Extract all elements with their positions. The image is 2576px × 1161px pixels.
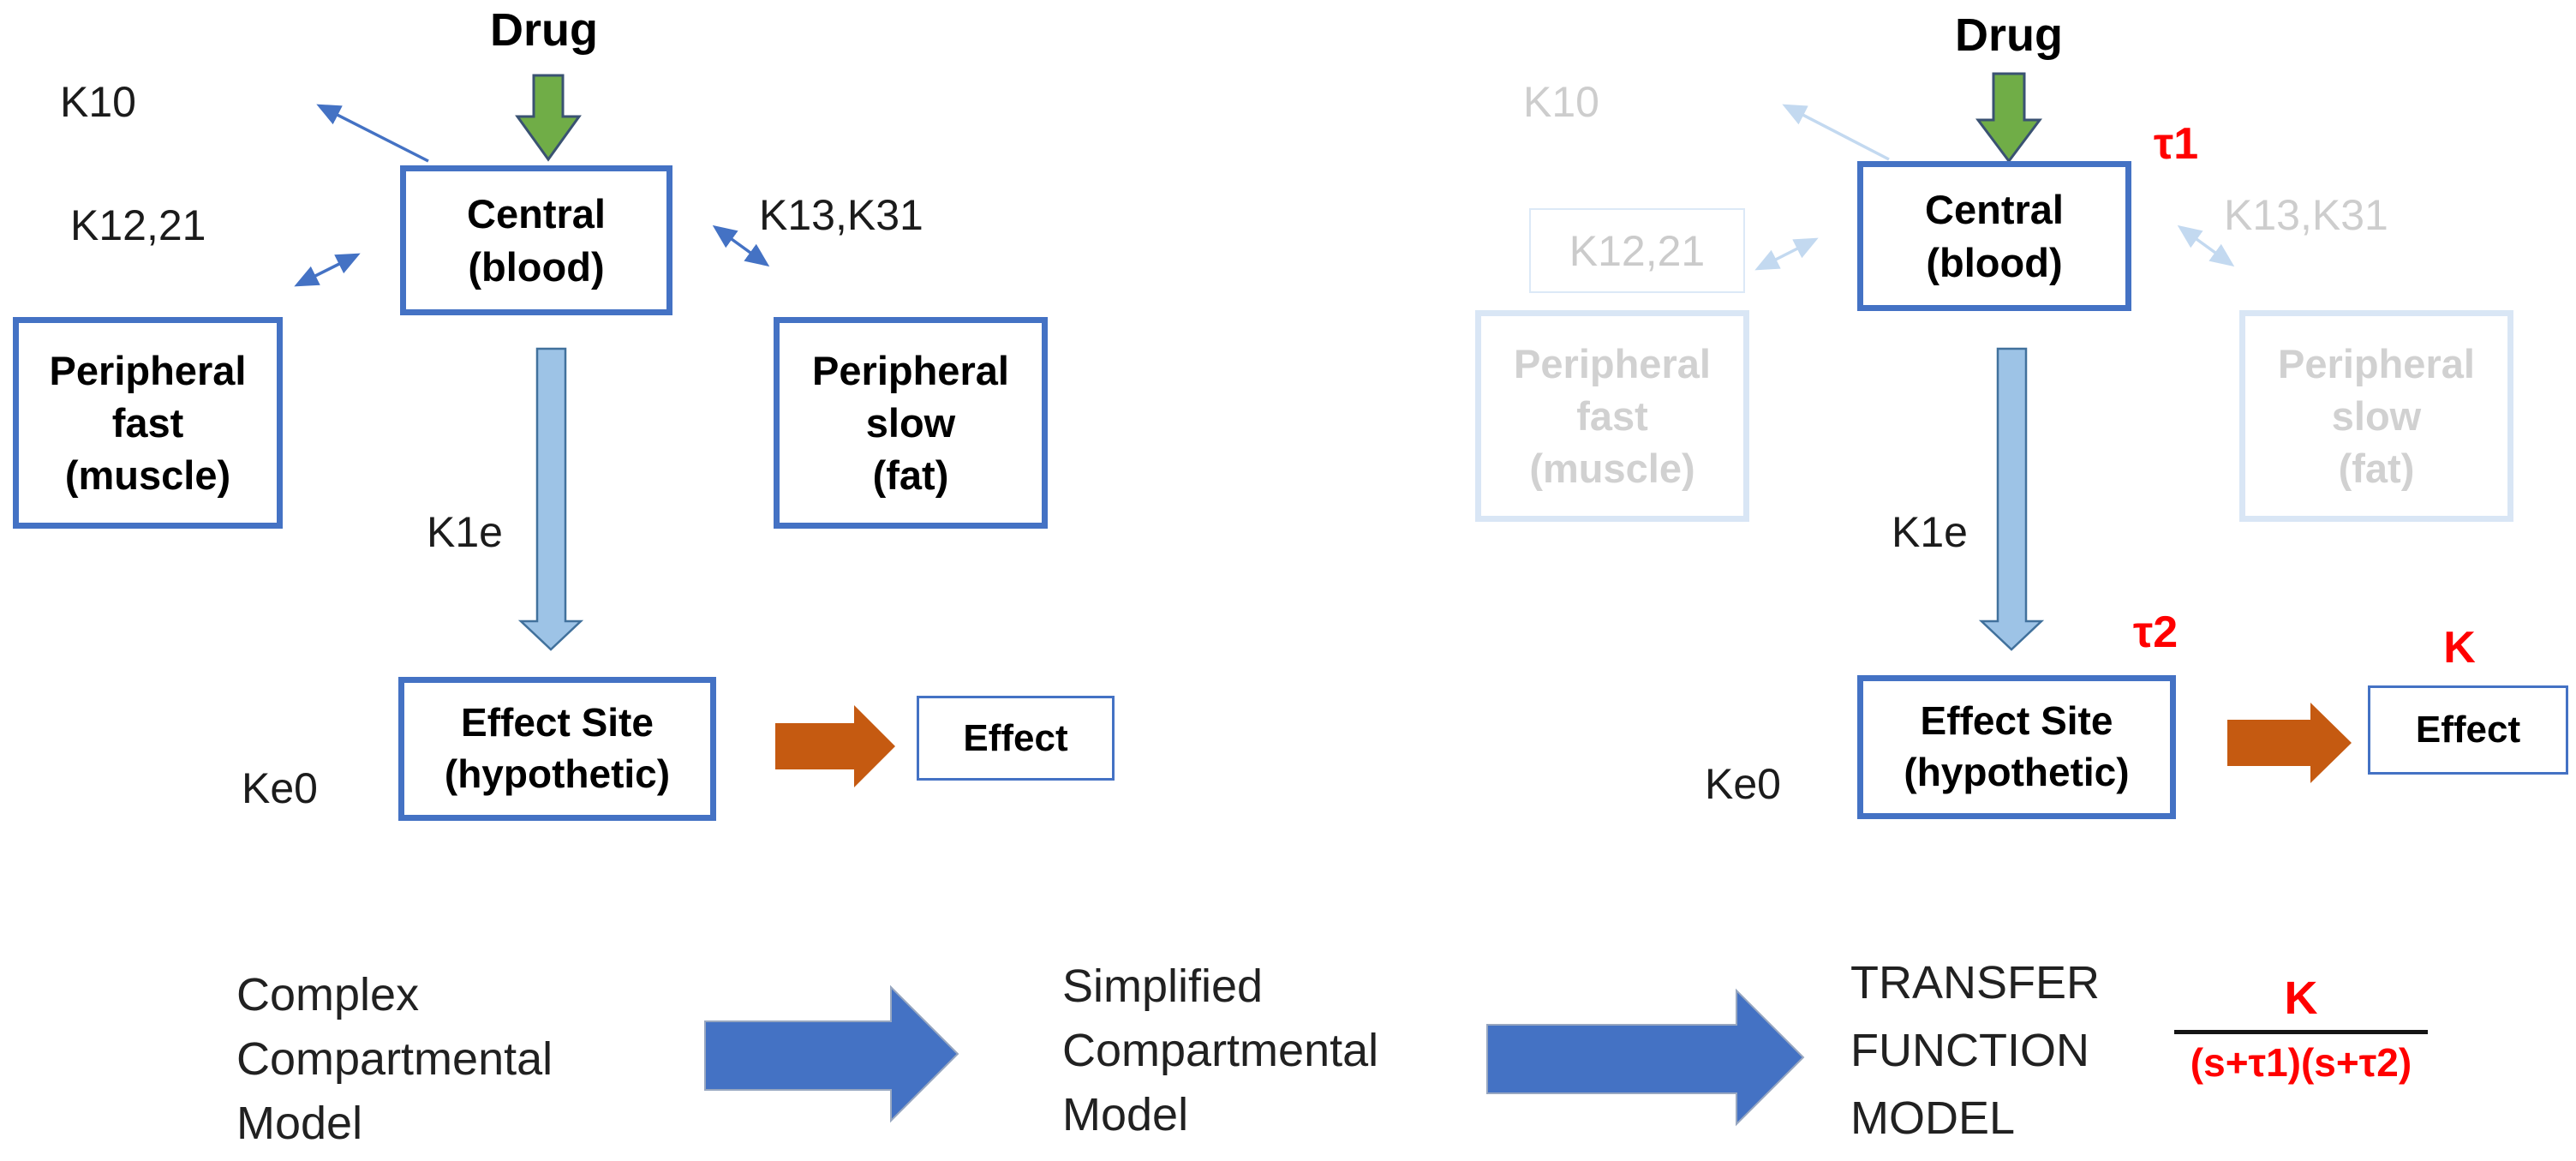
process-step-simplified-model: Simplified Compartmental Model xyxy=(1062,961,1379,1140)
transfer-function-fraction-bar xyxy=(2174,1030,2428,1034)
k13-k31-exchange-arrow-left xyxy=(712,224,770,267)
k10-label-left: K10 xyxy=(60,78,136,126)
k13-k31-label-right-faded: K13,K31 xyxy=(2224,191,2388,239)
effect-box-right: Effect xyxy=(2368,685,2568,775)
ke0-label-right: Ke0 xyxy=(1705,760,1781,808)
process-arrow-1 xyxy=(704,984,959,1123)
k12-21-exchange-arrow-left xyxy=(294,253,361,287)
k1e-transfer-arrow-left xyxy=(517,347,584,651)
k12-21-label-left: K12,21 xyxy=(70,201,206,249)
effect-site-box-right: Effect Site (hypothetic) xyxy=(1857,675,2176,819)
peripheral-slow-box-right-faded: Peripheral slow (fat) xyxy=(2239,310,2513,522)
tau1-label: τ1 xyxy=(2154,119,2199,169)
ke0-label-left: Ke0 xyxy=(242,764,318,812)
k13-k31-exchange-arrow-right-faded xyxy=(2177,224,2235,267)
effect-site-box-left: Effect Site (hypothetic) xyxy=(398,677,716,821)
drug-label-right: Drug xyxy=(1955,9,2063,61)
drug-label-left: Drug xyxy=(490,4,598,56)
k1e-label-left: K1e xyxy=(427,508,503,556)
effect-output-arrow-right xyxy=(2227,703,2352,783)
transfer-function-denominator: (s+τ1)(s+τ2) xyxy=(2190,1040,2412,1085)
k-gain-label: K xyxy=(2443,623,2476,673)
process-step-transfer-function-model: TRANSFER FUNCTION MODEL xyxy=(1850,957,2101,1144)
k10-elimination-arrow-right-faded xyxy=(1782,104,1890,161)
peripheral-fast-box-left: Peripheral fast (muscle) xyxy=(13,317,283,529)
tau2-label: τ2 xyxy=(2133,607,2179,657)
process-arrow-2 xyxy=(1486,988,1805,1127)
effect-output-arrow-left xyxy=(775,705,895,787)
peripheral-fast-box-right-faded: Peripheral fast (muscle) xyxy=(1475,310,1749,522)
effect-box-left: Effect xyxy=(917,696,1115,781)
central-compartment-box-right: Central (blood) xyxy=(1857,161,2131,311)
central-compartment-box-left: Central (blood) xyxy=(400,165,672,315)
k10-label-right-faded: K10 xyxy=(1523,78,1599,126)
k1e-label-right: K1e xyxy=(1892,508,1968,556)
k1e-transfer-arrow-right xyxy=(1978,347,2045,651)
drug-input-arrow-right xyxy=(1975,72,2042,164)
k12-21-exchange-arrow-right-faded xyxy=(1754,237,1819,271)
k13-k31-label-left: K13,K31 xyxy=(759,191,923,239)
process-step-complex-model: Complex Compartmental Model xyxy=(236,969,553,1149)
k10-elimination-arrow-left xyxy=(316,104,429,163)
k12-21-label-right-faded: K12,21 xyxy=(1529,208,1745,293)
drug-input-arrow-left xyxy=(515,74,582,162)
peripheral-slow-box-left: Peripheral slow (fat) xyxy=(774,317,1048,529)
transfer-function-numerator: K xyxy=(2284,972,2318,1024)
